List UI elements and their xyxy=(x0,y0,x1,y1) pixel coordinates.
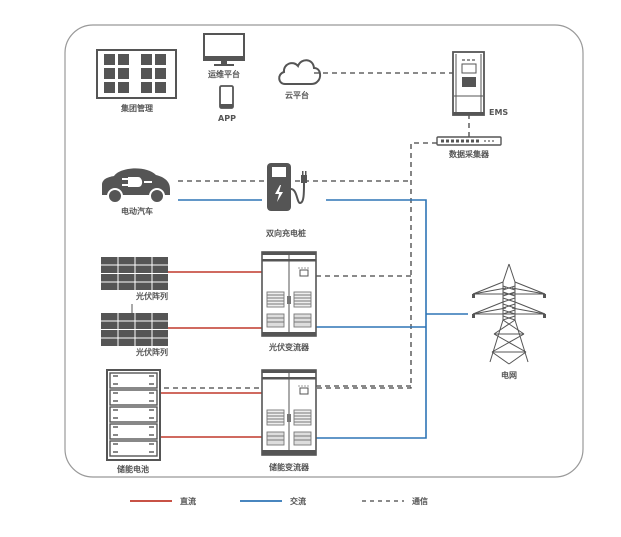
ems-label: EMS xyxy=(489,108,508,117)
smartphone-icon xyxy=(219,85,234,109)
legend-comm-label: 通信 xyxy=(412,496,428,506)
network-switch-icon xyxy=(436,136,502,146)
legend-dc-label: 直流 xyxy=(180,496,196,506)
collector-label: 数据采集器 xyxy=(449,149,490,159)
ems-cabinet-icon xyxy=(452,51,485,116)
battery-label: 储能电池 xyxy=(116,464,149,474)
cloud-label: 云平台 xyxy=(285,90,309,100)
charger-label: 双向充电桩 xyxy=(266,228,306,238)
ev-label: 电动汽车 xyxy=(121,206,153,216)
legend-ac-label: 交流 xyxy=(290,496,306,506)
pv2-label: 光伏阵列 xyxy=(135,347,168,357)
electric-car-icon xyxy=(102,168,170,204)
ops-platform-label: 运维平台 xyxy=(208,69,240,79)
transmission-tower-icon xyxy=(472,263,546,365)
storage-inverter-label: 储能变流器 xyxy=(268,462,310,472)
dc-lines xyxy=(160,271,262,438)
dashboard-grid-icon xyxy=(96,49,177,99)
inverter-cabinet-icon xyxy=(261,369,317,456)
solar-panel-icon xyxy=(101,257,168,290)
communication-lines xyxy=(155,72,470,389)
diagram-frame xyxy=(64,24,584,478)
battery-rack-icon xyxy=(106,369,161,461)
charging-station-icon xyxy=(267,163,307,211)
group-mgmt-label: 集团管理 xyxy=(120,103,153,113)
inverter-cabinet-icon xyxy=(261,251,317,337)
pv-inverter-label: 光伏变流器 xyxy=(268,342,310,352)
monitor-icon xyxy=(203,33,245,66)
pv1-label: 光伏阵列 xyxy=(135,291,168,301)
app-label: APP xyxy=(218,114,236,123)
ac-line-bus xyxy=(316,199,427,439)
ac-lines xyxy=(178,199,468,439)
grid-label: 电网 xyxy=(501,370,517,380)
solar-panel-icon xyxy=(101,313,168,346)
legend: 直流 交流 通信 xyxy=(130,496,428,506)
cloud-icon xyxy=(278,59,322,85)
